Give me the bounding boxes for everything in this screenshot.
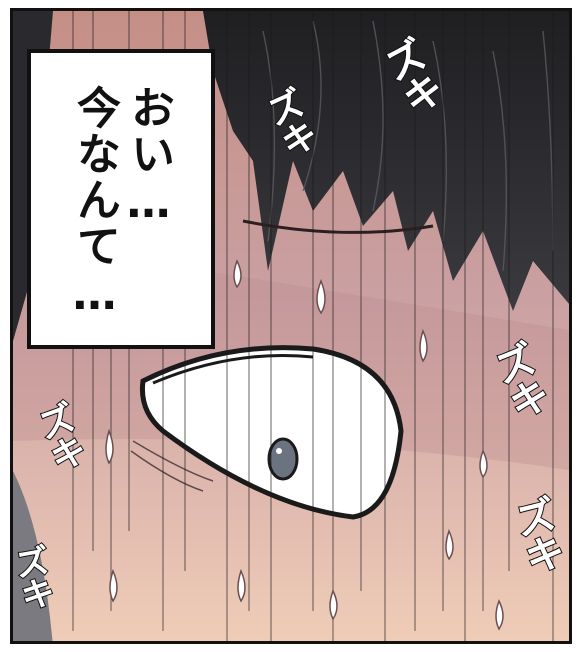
speech-line-1: おい… <box>123 85 174 230</box>
sfx-zuki-6: ズキ <box>10 541 58 613</box>
hair <box>13 11 569 311</box>
sweat-drops <box>105 259 504 631</box>
speech-box: おい… 今なんて… <box>27 49 215 349</box>
shoulder <box>13 471 53 641</box>
manga-panel: おい… 今なんて… ズキ ズキ ズキ ズキ ズキ ズキ <box>10 8 572 644</box>
speech-line-2: 今なんて… <box>69 85 120 322</box>
iris <box>267 437 299 481</box>
eyebrow <box>242 219 434 234</box>
